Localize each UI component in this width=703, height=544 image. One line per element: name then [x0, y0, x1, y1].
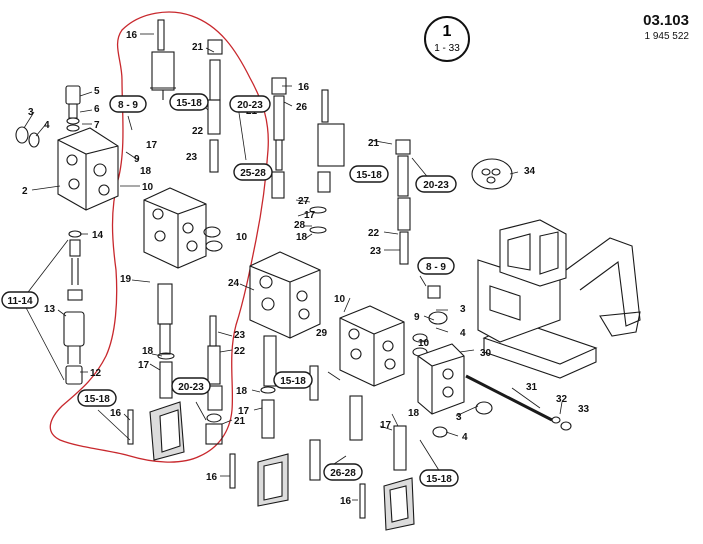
callout-pill: 20-23 [415, 175, 457, 193]
callout: 15-18 [356, 170, 382, 181]
callout: 28 [294, 220, 306, 231]
callout-pill: 15-18 [349, 165, 389, 183]
callout: 20-23 [423, 180, 449, 191]
callout: 4 [460, 328, 466, 339]
callout: 10 [418, 338, 430, 349]
callout: 18 [236, 386, 248, 397]
callout: 10 [142, 182, 154, 193]
left-plunger-stack [63, 230, 85, 385]
callout: 16 [110, 408, 122, 419]
callout: 22 [192, 126, 204, 137]
callout: 15-18 [280, 376, 306, 387]
callout: 8 - 9 [426, 262, 446, 273]
callout-pill: 20-23 [171, 377, 211, 395]
callout: 24 [228, 278, 240, 289]
callout: 15-18 [426, 474, 452, 485]
callout: 10 [236, 232, 248, 243]
callout: 31 [526, 382, 538, 393]
callout: 17 [138, 360, 150, 371]
excavator-illustration [477, 219, 641, 379]
callout: 20-23 [178, 382, 204, 393]
callout: 33 [578, 404, 590, 415]
callout: 22 [368, 228, 380, 239]
callout: 17 [146, 140, 158, 151]
callout: 3 [28, 107, 34, 118]
part-number: 1 945 522 [644, 31, 690, 42]
side-cover-block [15, 85, 119, 211]
page-number: 1 [442, 23, 452, 40]
group-callouts: 15-18 20-23 8 - 9 11-14 20-23 15-18 25-2… [1, 93, 459, 487]
page-range: 1 - 33 [434, 43, 460, 54]
callout: 10 [334, 294, 346, 305]
callout: 16 [298, 82, 310, 93]
callout-pill: 15-18 [273, 371, 313, 389]
end-cover [417, 343, 572, 438]
callout: 21 [234, 416, 246, 427]
callout: 7 [94, 120, 100, 131]
callout: 23 [370, 246, 382, 257]
callout: 18 [408, 408, 420, 419]
callout: 29 [316, 328, 328, 339]
callout: 15-18 [84, 394, 110, 405]
drawing-code: 03.103 [643, 12, 689, 29]
callout: 3 [456, 412, 462, 423]
callout: 4 [44, 120, 50, 131]
callout: 14 [92, 230, 104, 241]
callout: 23 [234, 330, 246, 341]
callout: 5 [94, 86, 100, 97]
callout: 21 [192, 42, 204, 53]
seal-kit [471, 158, 513, 190]
callout: 17 [380, 420, 392, 431]
callout: 18 [296, 232, 308, 243]
valve-section-2 [229, 77, 345, 507]
callout: 18 [140, 166, 152, 177]
callout: 17 [238, 406, 250, 417]
callout: 32 [556, 394, 568, 405]
callout: 9 [134, 154, 140, 165]
callout: 34 [524, 166, 536, 177]
callout-pill: 15-18 [419, 469, 459, 487]
callout-pill: 20-23 [229, 95, 271, 113]
callout: 12 [90, 368, 102, 379]
callout-pill: 11-14 [1, 291, 39, 309]
callout: 26 [296, 102, 308, 113]
valve-section-1 [127, 19, 223, 461]
callout: 2 [22, 186, 28, 197]
callout: 19 [120, 274, 132, 285]
callout-pill: 8 - 9 [417, 257, 455, 275]
callout: 27 [298, 196, 310, 207]
callout: 16 [206, 472, 218, 483]
callout-pill: 8 - 9 [109, 95, 147, 113]
callout: 16 [126, 30, 138, 41]
callout-pill: 25-28 [233, 163, 273, 181]
callout: 17 [304, 210, 316, 221]
callout-pill: 15-18 [77, 389, 117, 407]
callout: 11-14 [7, 296, 32, 307]
leader-lines [21, 33, 563, 501]
callout: 23 [186, 152, 198, 163]
callout: 30 [480, 348, 492, 359]
callout-pill: 15-18 [169, 93, 209, 111]
callout: 3 [460, 304, 466, 315]
callout: 25-28 [240, 168, 266, 179]
callout: 22 [234, 346, 246, 357]
callout-pill: 26-28 [323, 463, 363, 481]
callout: 6 [94, 104, 100, 115]
callout: 18 [142, 346, 154, 357]
callout: 16 [340, 496, 352, 507]
callout-labels: 16 21 5 6 7 3 4 9 2 10 22 17 23 18 14 10… [22, 30, 590, 507]
valve-section-3 [339, 139, 448, 531]
callout: 20-23 [237, 100, 263, 111]
callout: 15-18 [176, 98, 202, 109]
page-indicator: 1 1 - 33 [424, 16, 470, 62]
callout: 4 [462, 432, 468, 443]
callout: 9 [414, 312, 420, 323]
callout: 26-28 [330, 468, 356, 479]
callout: 8 - 9 [118, 100, 138, 111]
callout: 13 [44, 304, 56, 315]
callout: 21 [368, 138, 380, 149]
